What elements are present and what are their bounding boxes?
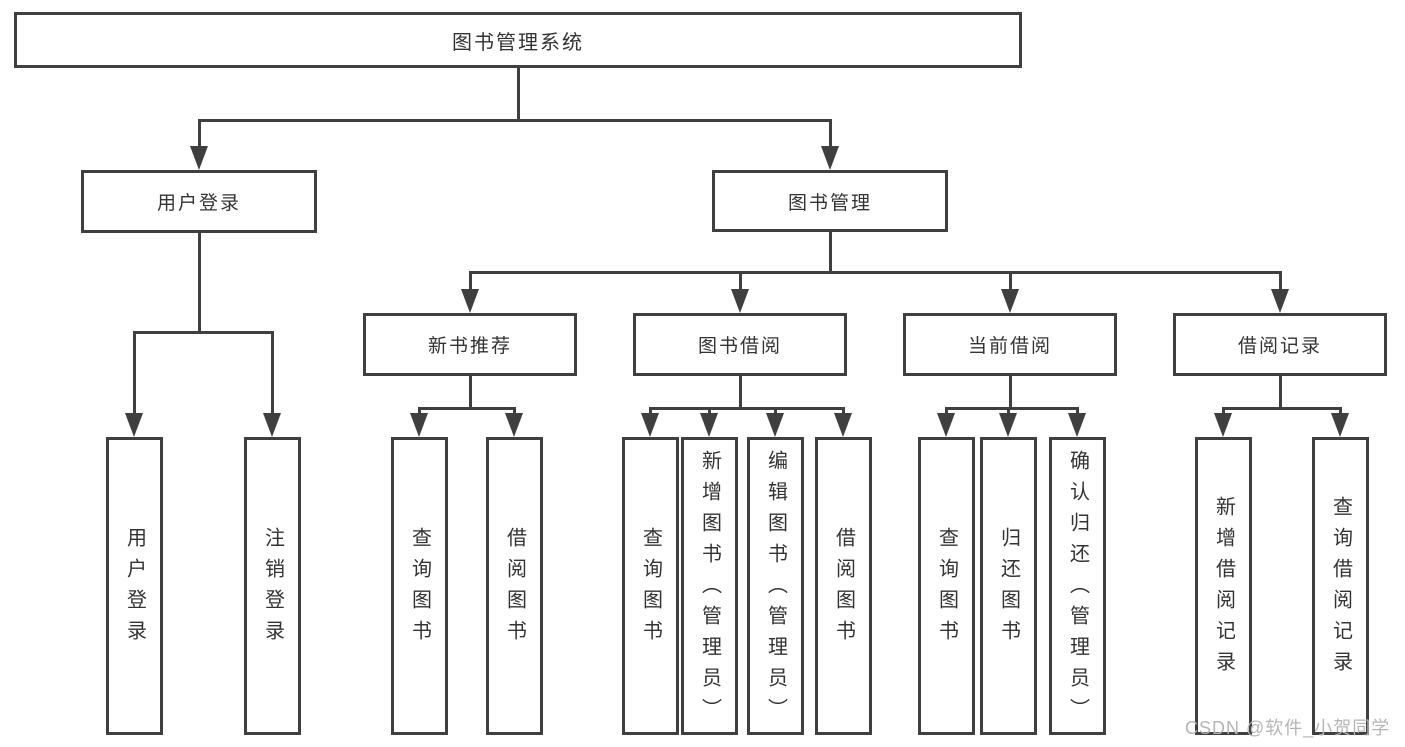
- connector-l3-stem: [739, 376, 742, 410]
- connector-l3-split: [1222, 407, 1341, 410]
- arrowhead-leaf-icon: [766, 413, 784, 437]
- node-user-login: 用户登录: [81, 170, 317, 233]
- node-borrow-records: 借阅记录: [1173, 313, 1387, 376]
- leaf-query-books-current: 查询图书: [918, 437, 975, 735]
- leaf-query-books-recommend: 查询图书: [391, 437, 448, 735]
- connector-drop-leaf: [271, 331, 274, 415]
- arrowhead-level3-icon: [731, 289, 749, 313]
- connector-drop-leaf: [1222, 407, 1225, 417]
- connector-l3-stem: [469, 376, 472, 410]
- connector-drop-leaf: [842, 407, 845, 417]
- connector-l3-split: [649, 407, 844, 410]
- leaf-logout: 注销登录: [244, 437, 301, 735]
- arrowhead-leaf-icon: [125, 413, 143, 437]
- arrowhead-leaf-icon: [1331, 413, 1349, 437]
- leaf-add-books-admin: 新增图书（管理员）: [681, 437, 738, 735]
- arrowhead-user-login-icon: [190, 146, 208, 170]
- node-book-management: 图书管理: [712, 170, 948, 232]
- arrowhead-leaf-icon: [937, 413, 955, 437]
- connector-l3-split: [945, 407, 1078, 410]
- connector-l3-split: [419, 407, 515, 410]
- connector-drop-level3: [1279, 271, 1282, 293]
- leaf-edit-books-admin: 编辑图书（管理员）: [747, 437, 804, 735]
- connector-drop-leaf: [649, 407, 652, 417]
- node-book-borrow: 图书借阅: [633, 313, 847, 376]
- connector-l3-stem: [1279, 376, 1282, 410]
- connector-mgmt-stem: [829, 230, 832, 274]
- arrowhead-leaf-icon: [410, 413, 428, 437]
- leaf-confirm-return-admin: 确认归还（管理员）: [1049, 437, 1106, 735]
- connector-drop-level3: [469, 271, 472, 293]
- arrowhead-book-management-icon: [821, 146, 839, 170]
- connector-drop-leaf: [513, 407, 516, 417]
- connector-drop-level3: [739, 271, 742, 293]
- connector-drop-level3: [1009, 271, 1012, 293]
- node-root: 图书管理系统: [14, 12, 1022, 68]
- leaf-query-borrow-record: 查询借阅记录: [1312, 437, 1369, 735]
- connector-l3-stem: [1009, 376, 1012, 410]
- arrowhead-leaf-icon: [641, 413, 659, 437]
- connector-drop-book-management: [829, 119, 832, 151]
- arrowhead-leaf-icon: [1214, 413, 1232, 437]
- leaf-borrow-books: 借阅图书: [815, 437, 872, 735]
- connector-mgmt-split: [469, 271, 1282, 274]
- leaf-add-borrow-record: 新增借阅记录: [1195, 437, 1252, 735]
- watermark: CSDN @软件_小贺同学: [1185, 718, 1391, 738]
- connector-drop-leaf: [133, 331, 136, 415]
- arrowhead-leaf-icon: [263, 413, 281, 437]
- connector-drop-user-login: [198, 119, 201, 151]
- leaf-return-books: 归还图书: [980, 437, 1037, 735]
- connector-drop-leaf: [1339, 407, 1342, 417]
- connector-user-split: [133, 331, 273, 334]
- connector-drop-leaf: [1007, 407, 1010, 417]
- connector-root-stem: [517, 68, 520, 122]
- arrowhead-leaf-icon: [505, 413, 523, 437]
- connector-drop-leaf: [418, 407, 421, 417]
- connector-root-split: [198, 119, 832, 122]
- arrowhead-level3-icon: [461, 289, 479, 313]
- arrowhead-leaf-icon: [834, 413, 852, 437]
- leaf-user-login: 用户登录: [106, 437, 163, 735]
- arrowhead-level3-icon: [1271, 289, 1289, 313]
- connector-drop-leaf: [708, 407, 711, 417]
- connector-drop-leaf: [774, 407, 777, 417]
- arrowhead-leaf-icon: [700, 413, 718, 437]
- connector-drop-leaf: [945, 407, 948, 417]
- arrowhead-level3-icon: [1001, 289, 1019, 313]
- arrowhead-leaf-icon: [1068, 413, 1086, 437]
- leaf-borrow-books-recommend: 借阅图书: [486, 437, 543, 735]
- connector-user-stem: [198, 233, 201, 334]
- arrowhead-leaf-icon: [999, 413, 1017, 437]
- node-new-book-recommend: 新书推荐: [363, 313, 577, 376]
- connector-drop-leaf: [1076, 407, 1079, 417]
- node-current-borrow: 当前借阅: [903, 313, 1117, 376]
- leaf-query-books-borrow: 查询图书: [622, 437, 679, 735]
